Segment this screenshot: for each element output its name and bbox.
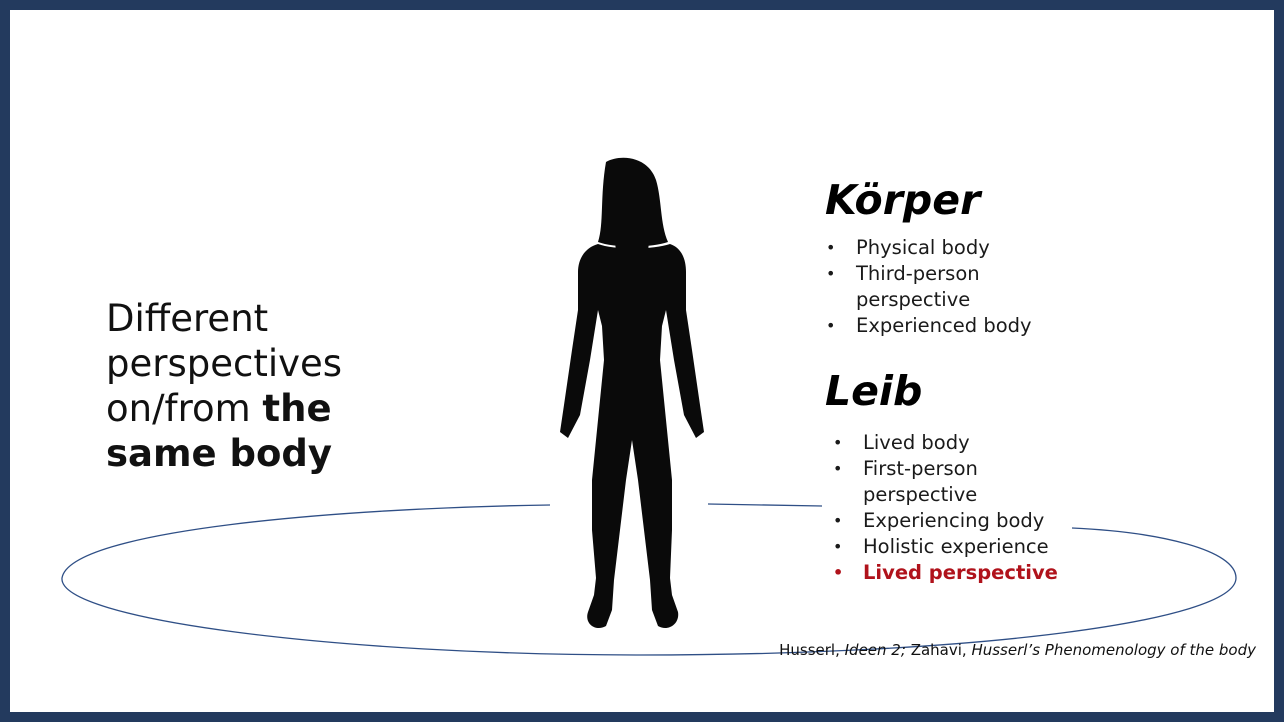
citation: Husserl, Ideen 2; Zahavi, Husserl’s Phen… [779,641,1256,659]
koerper-list: Physical body Third-person perspective E… [823,235,1063,339]
list-item: Experiencing body [830,508,1050,534]
list-item: First-person perspective [830,456,1050,508]
citation-work2: Husserl’s Phenomenology of the body [971,641,1256,659]
leib-heading: Leib [825,367,922,415]
leib-list: Lived body First-person perspective Expe… [830,430,1050,586]
list-item: Physical body [823,235,1063,261]
citation-author1: Husserl, [779,641,840,659]
list-item: Third-person perspective [823,261,1063,313]
citation-author2: Zahavi, [911,641,967,659]
citation-work1: Ideen 2; [845,641,906,659]
list-item: Experienced body [823,313,1063,339]
slide-title: Different perspectives on/from the same … [106,296,406,476]
list-item-highlight: Lived perspective [830,560,1050,586]
koerper-heading: Körper [825,176,980,224]
list-item: Lived body [830,430,1050,456]
list-item: Holistic experience [830,534,1050,560]
slide: Different perspectives on/from the same … [10,10,1274,712]
